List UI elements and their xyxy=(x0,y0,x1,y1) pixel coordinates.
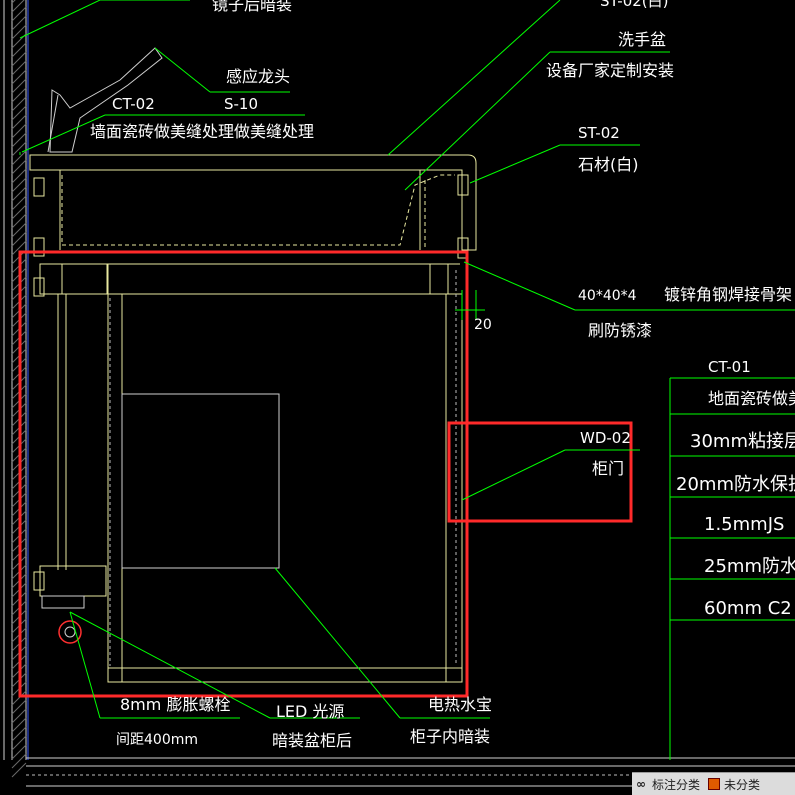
hatch-stroke xyxy=(11,132,27,148)
label-st02: ST-02 xyxy=(578,124,620,142)
wall-brackets xyxy=(33,174,469,591)
hatch-stroke xyxy=(11,186,27,202)
label-bolt-size: 8mm 膨胀螺栓 xyxy=(120,695,230,714)
highlight-box-cabinet xyxy=(18,250,469,698)
hatch-stroke xyxy=(11,708,27,724)
hatch-stroke xyxy=(11,717,27,733)
hatch-stroke xyxy=(11,150,27,166)
label-top-cut-code: ST-02(白) xyxy=(600,0,669,10)
floor-layer-1: 30mm粘接层 xyxy=(690,431,795,452)
label-ct02: CT-02 xyxy=(112,95,155,113)
label-stone-white: 石材(白) xyxy=(578,155,639,174)
hatch-stroke xyxy=(11,87,27,103)
label-led-note: 暗装盆柜后 xyxy=(272,731,352,750)
label-wd02: WD-02 xyxy=(580,429,631,447)
hatch-stroke xyxy=(11,177,27,193)
label-basin: 洗手盆 xyxy=(618,30,666,49)
label-wall-tile: 墙面瓷砖做美缝处理做美缝处理 xyxy=(90,122,314,141)
hatch-stroke xyxy=(11,762,27,778)
countertop xyxy=(29,154,477,251)
hatch-stroke xyxy=(11,726,27,742)
hatch-stroke xyxy=(11,699,27,715)
label-led: LED 光源 xyxy=(276,702,344,721)
steel-frame xyxy=(39,263,460,597)
label-steel-frame: 镀锌角钢焊接骨架 xyxy=(664,285,792,304)
label-bolt-spacing: 间距400mm xyxy=(116,732,198,748)
hatch-stroke xyxy=(11,114,27,130)
label-steel-size: 40*40*4 xyxy=(578,288,637,304)
label-rust-paint: 刷防锈漆 xyxy=(588,321,652,340)
label-ct01: CT-01 xyxy=(708,358,751,376)
hatch-stroke xyxy=(11,0,16,4)
hatch-stroke xyxy=(11,735,27,751)
basin xyxy=(61,174,455,250)
floor-layer-4: 25mm防水 xyxy=(704,556,795,577)
label-s10: S-10 xyxy=(224,95,258,113)
water-heater xyxy=(121,393,280,569)
hatch-stroke xyxy=(11,24,27,40)
hatch-stroke xyxy=(11,60,27,76)
unclassified-label: 未分类 xyxy=(724,777,761,792)
floor-layer-3: 1.5mmJS xyxy=(704,514,784,535)
hatch-stroke xyxy=(11,231,27,247)
hatch-stroke xyxy=(11,105,27,121)
hatch-stroke xyxy=(11,78,27,94)
floor-layer-5: 60mm C2 xyxy=(704,598,792,619)
hatch-stroke xyxy=(11,0,25,13)
hatch-stroke xyxy=(11,6,27,22)
floor-layer-0: 地面瓷砖做美 xyxy=(708,389,795,408)
hatch-stroke xyxy=(11,159,27,175)
annotation-category-label: 标注分类 xyxy=(652,777,701,792)
annotation-status-bar: ∞ 标注分类 未分类 xyxy=(632,772,795,795)
hatch-stroke xyxy=(11,744,27,760)
label-dim-20: 20 xyxy=(474,317,492,333)
dimension-20 xyxy=(455,290,485,320)
hatch-stroke xyxy=(11,240,27,256)
label-heater: 电热水宝 xyxy=(428,695,492,714)
expansion-bolt xyxy=(41,595,85,644)
unclassified-button[interactable]: 未分类 xyxy=(704,773,764,795)
hatch-stroke xyxy=(11,42,27,58)
hatch-stroke xyxy=(11,141,27,157)
highlight-box-wd02 xyxy=(447,421,633,523)
leader-lines xyxy=(19,0,795,719)
hatch-stroke xyxy=(11,96,27,112)
color-swatch-icon xyxy=(708,778,721,790)
floor-layer-table xyxy=(669,377,795,760)
hatch-stroke xyxy=(11,15,27,31)
hatch-stroke xyxy=(11,690,27,706)
hatch-stroke xyxy=(11,204,27,220)
label-faucet: 感应龙头 xyxy=(226,67,290,86)
hatch-stroke xyxy=(11,222,27,238)
label-heater-note: 柜子内暗装 xyxy=(410,727,490,746)
hatch-stroke xyxy=(11,123,27,139)
infinity-icon: ∞ xyxy=(636,777,646,791)
cabinet-body xyxy=(107,270,463,683)
hatch-stroke xyxy=(11,51,27,67)
annotation-category-button[interactable]: ∞ 标注分类 xyxy=(632,773,704,795)
hatch-stroke xyxy=(11,168,27,184)
hatch-stroke xyxy=(11,213,27,229)
hatch-stroke xyxy=(11,195,27,211)
floor-hatch xyxy=(26,757,795,787)
hatch-stroke xyxy=(11,753,27,769)
label-cabinet-door: 柜门 xyxy=(592,459,624,478)
label-top-cut: 镜子后暗装 xyxy=(212,0,292,14)
faucet xyxy=(47,47,163,153)
label-basin-note: 设备厂家定制安装 xyxy=(546,61,674,80)
floor-layer-2: 20mm防水保护 xyxy=(676,474,795,495)
hatch-stroke xyxy=(11,69,27,85)
